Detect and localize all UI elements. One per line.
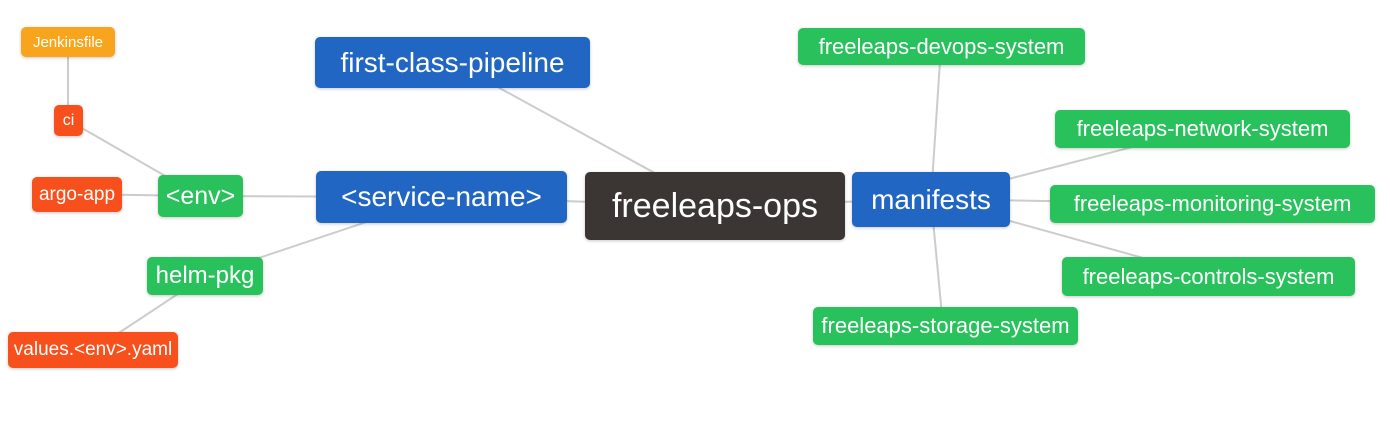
node-service-name[interactable]: <service-name> (316, 171, 567, 223)
node-service-name-label: <service-name> (341, 181, 542, 212)
node-jenkinsfile-label: Jenkinsfile (32, 33, 104, 51)
node-freeleaps-controls-system-label: freeleaps-controls-system (1082, 263, 1335, 289)
node-freeleaps-storage-system[interactable]: freeleaps-storage-system (813, 307, 1078, 345)
node-freeleaps-ops-root[interactable]: freeleaps-ops (585, 172, 845, 240)
node-jenkinsfile[interactable]: Jenkinsfile (21, 27, 115, 57)
node-freeleaps-controls-system[interactable]: freeleaps-controls-system (1062, 257, 1355, 296)
node-helm-pkg-label: helm-pkg (155, 262, 255, 289)
node-freeleaps-devops-system[interactable]: freeleaps-devops-system (798, 28, 1085, 65)
node-argo-app-label: argo-app (38, 183, 116, 205)
node-argo-app[interactable]: argo-app (32, 177, 122, 212)
node-helm-pkg[interactable]: helm-pkg (147, 257, 263, 295)
node-manifests-label: manifests (871, 183, 991, 215)
node-values-env-yaml-label: values.<env>.yaml (13, 339, 173, 360)
node-freeleaps-monitoring-system[interactable]: freeleaps-monitoring-system (1050, 185, 1375, 223)
node-freeleaps-storage-system-label: freeleaps-storage-system (821, 313, 1070, 338)
node-ci[interactable]: ci (54, 105, 83, 136)
node-first-class-pipeline-label: first-class-pipeline (340, 46, 565, 78)
node-freeleaps-network-system-label: freeleaps-network-system (1076, 116, 1329, 141)
node-first-class-pipeline[interactable]: first-class-pipeline (315, 37, 590, 88)
node-ci-label: ci (62, 111, 75, 129)
node-freeleaps-devops-system-label: freeleaps-devops-system (818, 33, 1065, 59)
node-values-env-yaml[interactable]: values.<env>.yaml (8, 332, 178, 368)
node-manifests[interactable]: manifests (852, 172, 1010, 227)
node-freeleaps-ops-root-label: freeleaps-ops (611, 186, 818, 225)
node-env-label: <env> (165, 181, 236, 210)
node-env[interactable]: <env> (158, 175, 243, 217)
node-freeleaps-monitoring-system-label: freeleaps-monitoring-system (1073, 191, 1352, 216)
node-freeleaps-network-system[interactable]: freeleaps-network-system (1055, 110, 1350, 148)
